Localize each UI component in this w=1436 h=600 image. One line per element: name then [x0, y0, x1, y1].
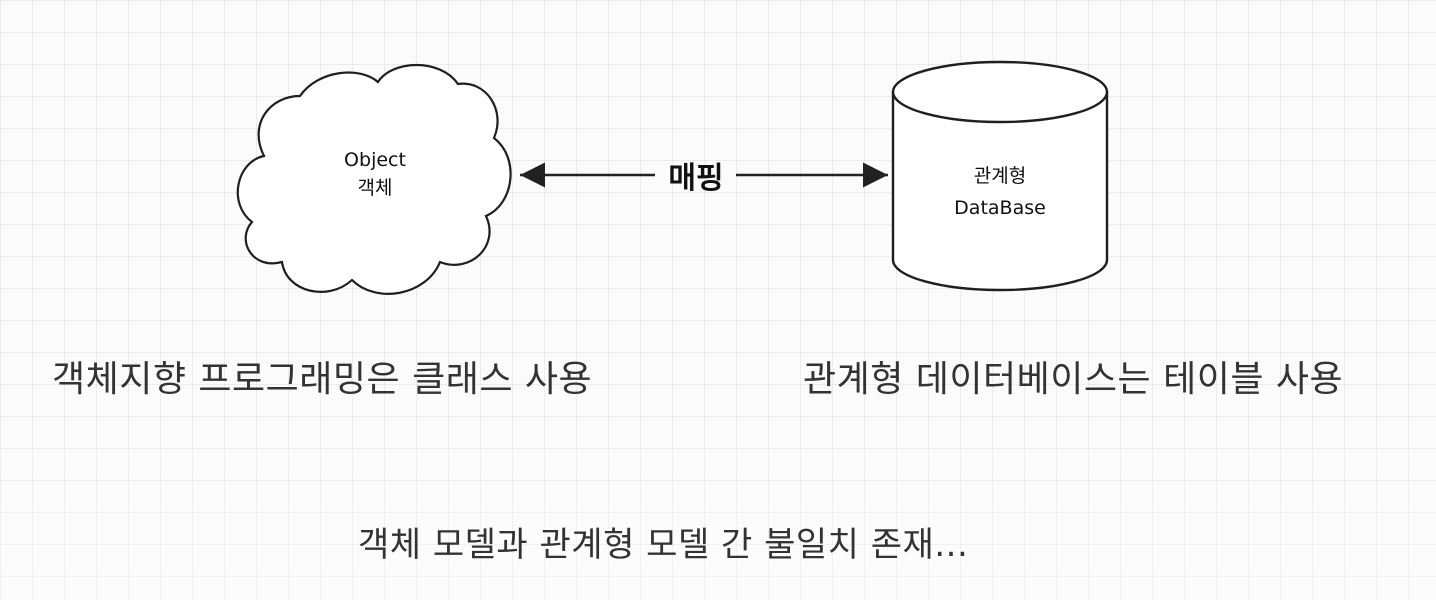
mapping-edge-label: 매핑 [668, 161, 723, 196]
caption-right: 관계형 데이터베이스는 테이블 사용 [803, 359, 1344, 400]
caption-left: 객체지향 프로그래밍은 클래스 사용 [52, 359, 593, 400]
database-node-line1: 관계형 [974, 165, 1026, 187]
caption-bottom: 객체 모델과 관계형 모델 간 불일치 존재... [358, 525, 969, 565]
cloud-shape [236, 64, 512, 295]
database-node-line2: DataBase [954, 197, 1046, 219]
object-node-line2: 객체 [358, 177, 393, 199]
database-node: 관계형 DataBase [891, 60, 1109, 292]
object-node: Object 객체 [236, 64, 512, 295]
cylinder-top [891, 60, 1109, 124]
cylinder-body [891, 92, 1109, 292]
mapping-edge: 매핑 [520, 161, 888, 196]
object-node-line1: Object [344, 149, 406, 171]
